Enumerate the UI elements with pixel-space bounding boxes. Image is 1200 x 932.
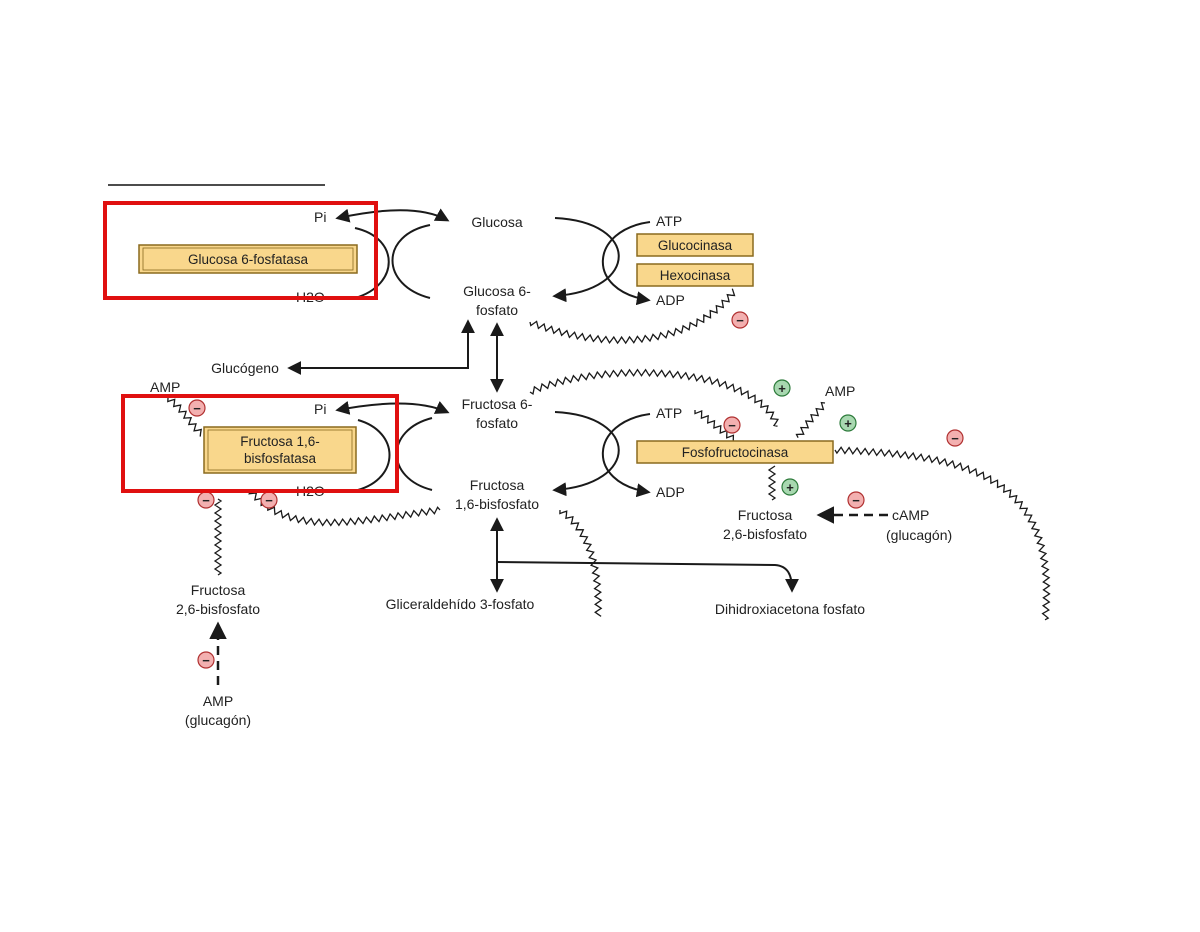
cofactor-amp-bottom: AMP bbox=[203, 693, 233, 709]
sign-neg-camp: − bbox=[847, 491, 865, 509]
metabolite-f26bp-right-line2: 2,6-bisfosfato bbox=[723, 526, 807, 542]
cofactor-pi-mid: Pi bbox=[314, 401, 326, 417]
g6pase-arc-left bbox=[391, 224, 431, 299]
cofactor-amp-bottom-note: (glucagón) bbox=[185, 712, 251, 728]
sign-pos-amp-pfk: + bbox=[839, 414, 857, 432]
enzyme-fbpase: Fructosa 1,6- bisfosfatasa bbox=[203, 426, 357, 474]
enzyme-pfk: Fosfofructocinasa bbox=[636, 440, 834, 464]
metabolite-dhap: Dihidroxiacetona fosfato bbox=[715, 601, 865, 617]
metabolite-f16bp-line2: 1,6-bisfosfato bbox=[455, 496, 539, 512]
svg-text:+: + bbox=[844, 416, 852, 431]
svg-text:−: − bbox=[202, 653, 210, 668]
cofactor-adp-top: ADP bbox=[656, 292, 685, 308]
svg-text:−: − bbox=[728, 418, 736, 433]
svg-text:−: − bbox=[265, 493, 273, 508]
kinase-arc-main bbox=[552, 217, 620, 303]
sign-pos-f26bp-pfk: + bbox=[781, 478, 799, 496]
sign-neg-amp-bottom: − bbox=[197, 651, 215, 669]
cofactor-amp-right: AMP bbox=[825, 383, 855, 399]
enzyme-glucokinase: Glucocinasa bbox=[636, 233, 754, 257]
metabolite-glycogen: Glucógeno bbox=[211, 360, 279, 376]
fbpase-arc-right bbox=[357, 419, 391, 491]
highlight-frame-fbpase bbox=[121, 394, 399, 493]
cofactor-atp-mid: ATP bbox=[656, 405, 682, 421]
metabolite-f26bp-right-line1: Fructosa bbox=[738, 507, 793, 523]
svg-text:−: − bbox=[193, 401, 201, 416]
wavy-regulation-lines bbox=[167, 288, 1051, 621]
enzyme-g6pase: Glucosa 6-fosfatasa bbox=[138, 244, 358, 274]
enzyme-label-g6pase: Glucosa 6-fosfatasa bbox=[188, 252, 309, 267]
svg-text:+: + bbox=[786, 480, 794, 495]
fbpase-arc-upper bbox=[335, 401, 450, 415]
sign-neg-right-pfk: − bbox=[946, 429, 964, 447]
metabolite-f16bp-line1: Fructosa bbox=[470, 477, 525, 493]
cofactor-camp: cAMP bbox=[892, 507, 929, 523]
metabolite-f6p-line1: Fructosa 6- bbox=[462, 396, 533, 412]
svg-text:+: + bbox=[778, 381, 786, 396]
enzyme-label-hexokinase: Hexocinasa bbox=[660, 268, 731, 283]
pfk-arc-cofactor bbox=[601, 413, 651, 498]
g6pase-arc-right bbox=[354, 227, 390, 299]
enzyme-label-pfk: Fosfofructocinasa bbox=[682, 445, 789, 460]
kinase-arc-cofactor bbox=[601, 221, 651, 306]
highlight-frame-g6pase bbox=[103, 201, 378, 300]
dhap-arrow bbox=[496, 561, 799, 593]
metabolite-f6p-line2: fosfato bbox=[476, 415, 518, 431]
sign-neg-amp-fbpase: − bbox=[188, 399, 206, 417]
svg-text:−: − bbox=[202, 493, 210, 508]
sign-neg-hexokinase: − bbox=[731, 311, 749, 329]
metabolite-f26bp-left-line1: Fructosa bbox=[191, 582, 246, 598]
cofactor-camp-note: (glucagón) bbox=[886, 527, 952, 543]
sign-pos-f6p-pfk: + bbox=[773, 379, 791, 397]
fbpase-arc-left bbox=[395, 417, 433, 491]
cofactor-amp-left: AMP bbox=[150, 379, 180, 395]
glycogen-arrow bbox=[287, 361, 469, 375]
metabolite-g6p-line2: fosfato bbox=[476, 302, 518, 318]
enzyme-label-glucokinase: Glucocinasa bbox=[658, 238, 733, 253]
enzyme-label-fbpase-line2: bisfosfatasa bbox=[244, 451, 317, 466]
metabolite-glucose: Glucosa bbox=[471, 214, 523, 230]
metabolite-f26bp-left-line2: 2,6-bisfosfato bbox=[176, 601, 260, 617]
svg-text:−: − bbox=[852, 493, 860, 508]
sign-neg-f26bp-fbpase: − bbox=[197, 491, 215, 509]
svg-text:−: − bbox=[951, 431, 959, 446]
metabolite-g6p-line1: Glucosa 6- bbox=[463, 283, 531, 299]
sign-neg-atp-pfk: − bbox=[723, 416, 741, 434]
metabolite-gap: Gliceraldehído 3-fosfato bbox=[386, 596, 535, 612]
svg-text:−: − bbox=[736, 313, 744, 328]
cofactor-adp-mid: ADP bbox=[656, 484, 685, 500]
cofactor-pi-top: Pi bbox=[314, 209, 326, 225]
enzyme-hexokinase: Hexocinasa bbox=[636, 263, 754, 287]
pfk-arc-main bbox=[552, 411, 620, 497]
enzyme-label-fbpase-line1: Fructosa 1,6- bbox=[240, 434, 320, 449]
g6pase-arc-upper bbox=[335, 208, 450, 223]
cofactor-atp-top: ATP bbox=[656, 213, 682, 229]
sign-neg-f16bp-fbpase: − bbox=[260, 491, 278, 509]
